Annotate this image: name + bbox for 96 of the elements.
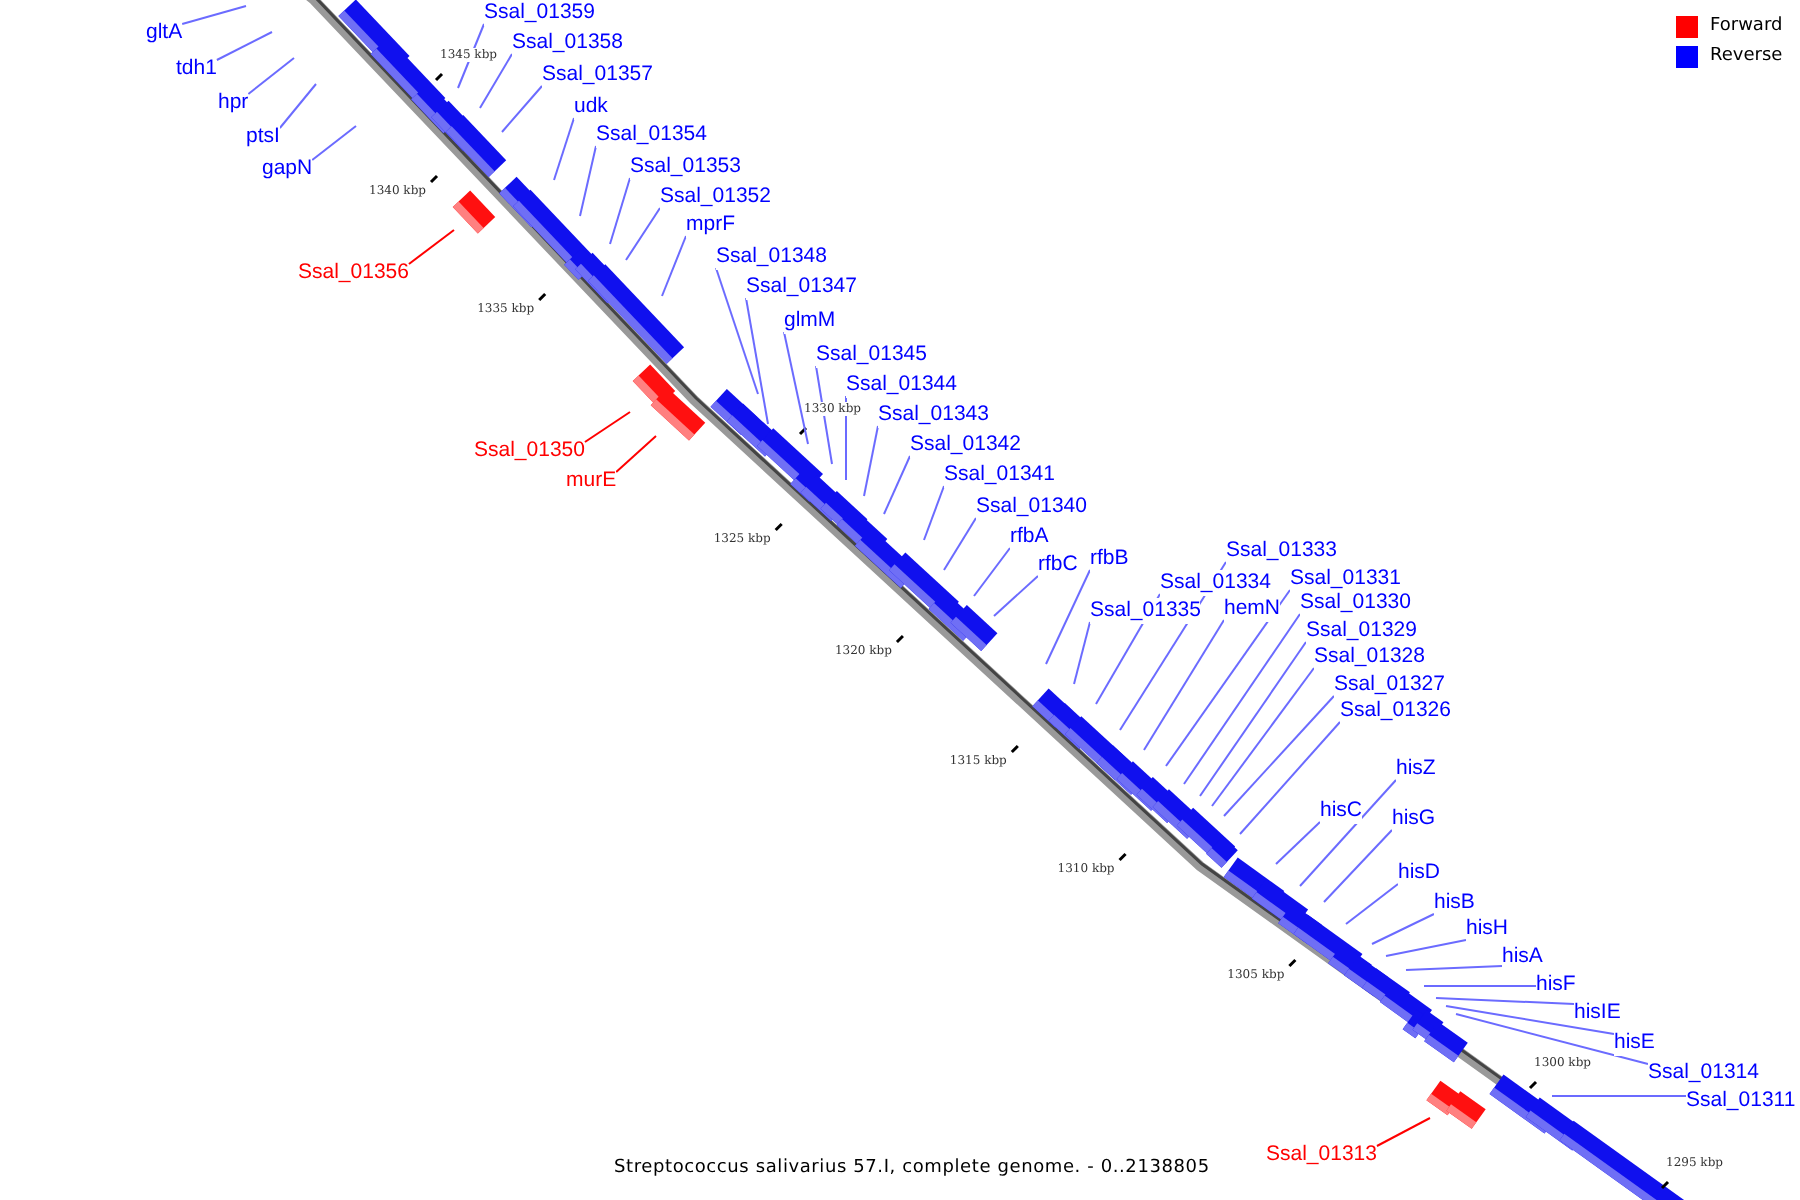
leader-line [745, 297, 769, 425]
leader-line [1211, 667, 1315, 807]
gene-label: gltA [146, 20, 183, 46]
gene-label: hisH [1466, 916, 1509, 942]
gene-label: Ssal_01328 [1314, 644, 1425, 670]
leader-line [479, 53, 513, 109]
gene-label: Ssal_01314 [1648, 1060, 1759, 1086]
leader-line [863, 425, 879, 497]
leader-line [1345, 883, 1399, 925]
leader-line [215, 31, 273, 61]
gene-label: Ssal_01347 [746, 274, 857, 300]
gene-label: Ssal_01345 [816, 342, 927, 368]
leader-line [715, 267, 759, 395]
gene-label: Ssal_01344 [846, 372, 957, 398]
gene-label: Ssal_01334 [1160, 570, 1271, 596]
leader-line [1239, 721, 1341, 835]
leader-line [579, 145, 597, 217]
leader-line [923, 485, 945, 541]
gene-label: hisA [1502, 944, 1543, 970]
leader-line [1073, 621, 1091, 685]
leader-line [1183, 613, 1301, 785]
gene-label: Ssal_01356 [298, 260, 409, 286]
gene-label: Ssal_01327 [1334, 672, 1445, 698]
leader-line [1445, 1005, 1615, 1035]
gene-label: Ssal_01353 [630, 154, 741, 180]
leader-line [1199, 641, 1307, 797]
leader-line [1423, 985, 1537, 987]
leader-line [311, 125, 357, 161]
gene-label: Ssal_01341 [944, 462, 1055, 488]
leader-line [1385, 939, 1467, 957]
gene-label: Ssal_01329 [1306, 618, 1417, 644]
leader-line [181, 5, 247, 25]
leader-line [1275, 821, 1321, 865]
leader-line [1223, 695, 1335, 817]
gene-label: Ssal_01354 [596, 122, 707, 148]
gene-label: Ssal_01313 [1266, 1142, 1377, 1168]
caption: Streptococcus salivarius 57.I, complete genome. - 0..2138805 [614, 1156, 1210, 1182]
leader-line [815, 365, 833, 465]
leader-line [1299, 779, 1397, 887]
leader-line [278, 83, 317, 129]
gene-label: Ssal_01326 [1340, 698, 1451, 724]
gene-label: Ssal_01352 [660, 184, 771, 210]
leader-line [973, 547, 1011, 597]
gene-label: Ssal_01358 [512, 30, 623, 56]
gene-label: gapN [262, 156, 313, 182]
gene-label: rfbC [1038, 552, 1078, 578]
leader-line [943, 517, 977, 571]
leader-line [407, 229, 455, 265]
gene-label: Ssal_01350 [474, 438, 585, 464]
leader-line [1375, 1117, 1431, 1147]
leader-line [1405, 965, 1503, 971]
gene-label: Ssal_01335 [1090, 598, 1201, 624]
gene-label: mprF [686, 212, 735, 238]
leader-line [247, 57, 295, 95]
leader-line [615, 435, 657, 473]
leader-line [1435, 997, 1575, 1005]
gene-label: Ssal_01331 [1290, 566, 1401, 592]
gene-label: hemN [1224, 596, 1281, 622]
gene-label: hisB [1434, 890, 1475, 916]
leader-line [661, 235, 687, 297]
gene-label: hpr [218, 90, 249, 116]
gene-label: Ssal_01359 [484, 0, 595, 26]
leader-line [1143, 619, 1225, 751]
gene-label: hisE [1614, 1030, 1655, 1056]
gene-label: udk [574, 94, 608, 120]
leader-line [553, 117, 575, 181]
gene-label: hisG [1392, 806, 1436, 832]
gene-label: Ssal_01340 [976, 494, 1087, 520]
gene-label: hisD [1398, 860, 1441, 886]
leader-line [1551, 1095, 1687, 1097]
gene-label: Ssal_01343 [878, 402, 989, 428]
gene-label: Ssal_01330 [1300, 590, 1411, 616]
gene-label: Ssal_01342 [910, 432, 1021, 458]
leader-line [501, 85, 543, 133]
leader-line [1045, 569, 1091, 665]
leader-line [783, 331, 809, 445]
gene-label: Ssal_01333 [1226, 538, 1337, 564]
gene-label: rfbA [1010, 524, 1049, 550]
leader-line [845, 395, 847, 481]
gene-label: Ssal_01311 [1686, 1088, 1796, 1114]
leader-line [609, 177, 631, 245]
leader-line [1323, 829, 1393, 903]
gene-label: hisZ [1396, 756, 1436, 782]
leader-line [625, 207, 661, 261]
leader-line [1371, 913, 1435, 945]
gene-label: glmM [784, 308, 836, 334]
leader-line [1165, 589, 1291, 767]
leader-line [993, 575, 1039, 617]
gene-label: ptsI [246, 124, 280, 150]
gene-label: hisC [1320, 798, 1363, 824]
leader-line [1455, 1013, 1649, 1065]
gene-label: Ssal_01357 [542, 62, 653, 88]
leader-line [583, 411, 631, 443]
leader-line [883, 455, 911, 515]
gene-label: Ssal_01348 [716, 244, 827, 270]
gene-label: rfbB [1090, 546, 1129, 572]
